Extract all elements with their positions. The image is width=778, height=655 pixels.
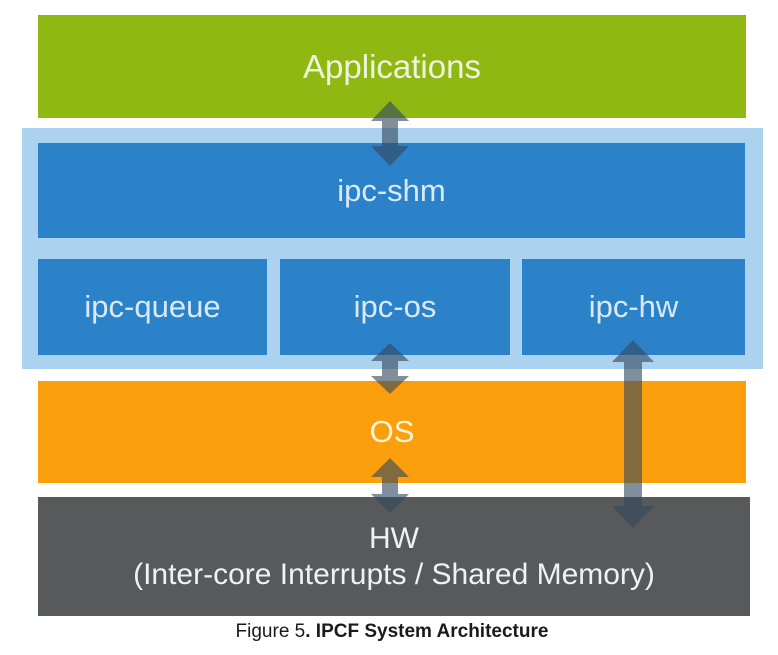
block-hw: HW (Inter-core Interrupts / Shared Memor… (38, 497, 750, 616)
ipc-queue-label: ipc-queue (84, 289, 221, 324)
figure-caption: Figure 5. IPCF System Architecture (38, 621, 746, 643)
applications-label: Applications (303, 47, 481, 85)
block-ipc-shm: ipc-shm (38, 143, 745, 238)
block-ipc-queue: ipc-queue (38, 259, 267, 355)
hw-label-line2: (Inter-core Interrupts / Shared Memory) (133, 557, 655, 591)
block-ipc-hw: ipc-hw (522, 259, 745, 355)
block-applications: Applications (38, 15, 746, 118)
ipc-os-label: ipc-os (353, 289, 437, 324)
ipc-hw-label: ipc-hw (588, 289, 679, 324)
ipc-shm-label: ipc-shm (337, 172, 446, 208)
figure-caption-prefix: Figure 5 (235, 621, 306, 642)
hw-label-line1: HW (369, 521, 419, 555)
figure-caption-title: . IPCF System Architecture (305, 621, 549, 642)
os-label: OS (369, 414, 415, 449)
block-os: OS (38, 381, 746, 483)
block-ipc-os: ipc-os (280, 259, 510, 355)
